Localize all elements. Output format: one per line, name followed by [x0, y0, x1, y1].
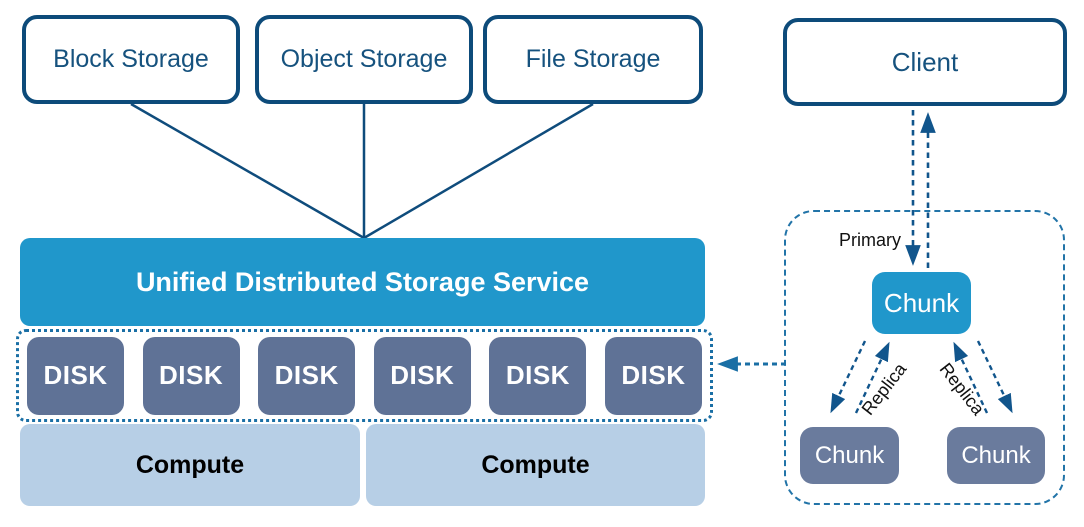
node-label: Compute	[481, 450, 590, 479]
disk-label: DISK	[159, 360, 224, 390]
disk-node: DISK	[258, 336, 356, 415]
disk-label: DISK	[43, 360, 108, 390]
node-label: Unified Distributed Storage Service	[135, 266, 590, 297]
node-label: File Storage	[525, 45, 661, 73]
node-block-storage: Block Storage	[22, 15, 240, 104]
node-object-storage: Object Storage	[255, 15, 473, 104]
node-label: Chunk	[961, 441, 1031, 469]
node-compute-right: Compute	[366, 424, 705, 506]
node-label: Chunk	[814, 441, 885, 469]
connector-file-storage-to-bar	[363, 102, 594, 240]
disk-label: DISK	[621, 360, 686, 390]
disk-node: DISK	[142, 336, 240, 415]
disk-node: DISK	[27, 336, 124, 415]
node-primary-chunk: Chunk	[872, 272, 971, 334]
disk-pool-container: DISK DISK DISK DISK DISK DISK	[16, 329, 713, 422]
node-client: Client	[783, 18, 1067, 106]
label-primary: Primary	[839, 229, 901, 250]
node-label: Block Storage	[53, 45, 209, 73]
node-label: Compute	[135, 450, 245, 479]
node-unified-storage-service: Unified Distributed Storage Service	[20, 238, 705, 326]
node-label: Client	[891, 46, 959, 77]
disk-label: DISK	[274, 360, 339, 390]
node-replica-chunk-right: Chunk	[947, 427, 1045, 484]
node-file-storage: File Storage	[483, 15, 703, 104]
disk-label: DISK	[505, 360, 570, 390]
disk-node: DISK	[373, 336, 471, 415]
node-label: Chunk	[883, 287, 960, 318]
disk-label: DISK	[390, 360, 455, 390]
connector-block-storage-to-bar	[130, 102, 365, 240]
node-compute-left: Compute	[20, 424, 360, 506]
disk-node: DISK	[604, 336, 702, 415]
node-replica-chunk-left: Chunk	[800, 427, 899, 484]
node-label: Object Storage	[280, 45, 448, 73]
disk-node: DISK	[489, 336, 587, 415]
